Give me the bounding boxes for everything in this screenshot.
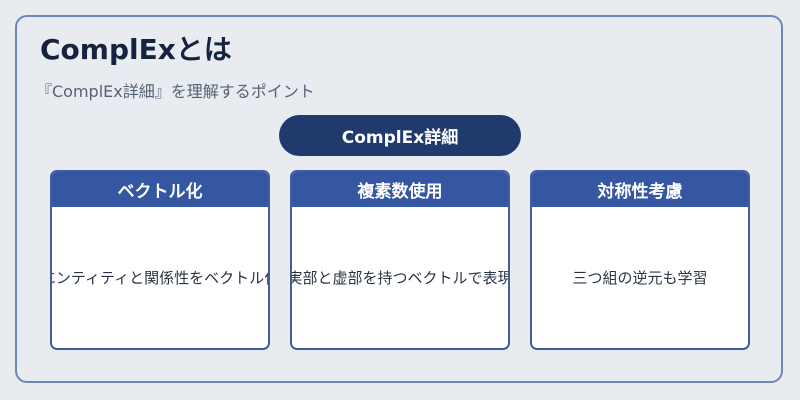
card-text: 実部と虚部を持つベクトルで表現 xyxy=(290,269,510,287)
card-complex-numbers: 複素数使用 実部と虚部を持つベクトルで表現 xyxy=(290,170,510,350)
card-symmetry: 対称性考慮 三つ組の逆元も学習 xyxy=(530,170,750,350)
card-vectorization: ベクトル化 エンティティと関係性をベクトル化 xyxy=(50,170,270,350)
card-header: ベクトル化 xyxy=(52,172,268,207)
card-header: 複素数使用 xyxy=(292,172,508,207)
card-body: 実部と虚部を持つベクトルで表現 xyxy=(292,207,508,348)
central-node-label: ComplEx詳細 xyxy=(341,128,459,148)
page-title: ComplExとは xyxy=(40,33,232,66)
card-title: 対称性考慮 xyxy=(597,182,683,202)
card-text: 三つ組の逆元も学習 xyxy=(572,269,708,287)
page-subtitle: 『ComplEx詳細』を理解するポイント xyxy=(36,82,315,101)
card-body: エンティティと関係性をベクトル化 xyxy=(52,207,268,348)
central-node: ComplEx詳細 xyxy=(279,115,521,156)
card-header: 対称性考慮 xyxy=(532,172,748,207)
card-title: ベクトル化 xyxy=(117,182,203,202)
card-title: 複素数使用 xyxy=(357,182,443,202)
card-body: 三つ組の逆元も学習 xyxy=(532,207,748,348)
card-text: エンティティと関係性をベクトル化 xyxy=(50,269,270,287)
